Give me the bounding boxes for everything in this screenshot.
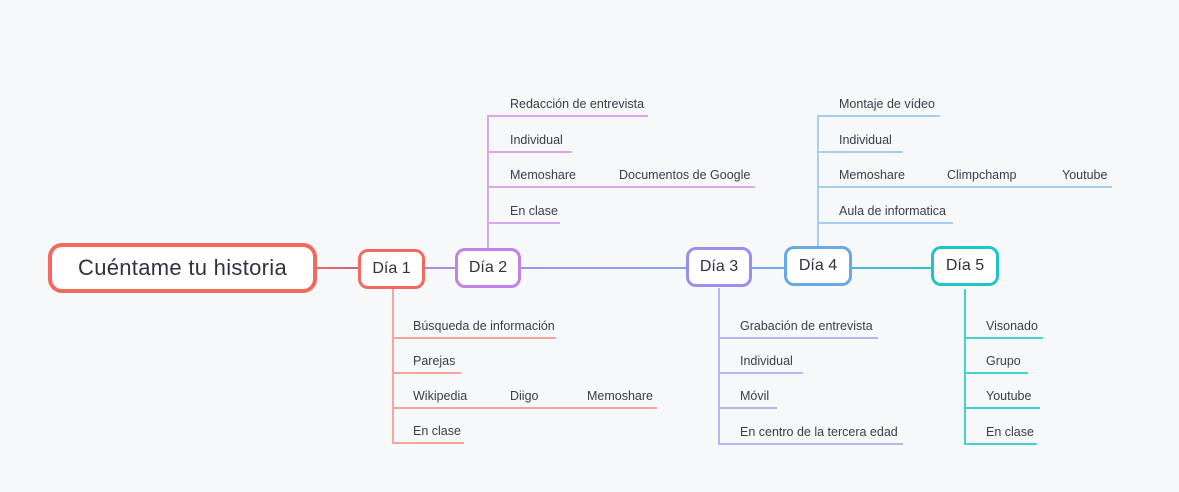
branch-label[interactable]: Montaje de vídeo — [839, 97, 935, 111]
branch-label[interactable]: En centro de la tercera edad — [740, 425, 898, 439]
connector-root-dia1 — [317, 267, 358, 269]
dia4-branch-line — [817, 151, 903, 153]
dia3-branch-line — [718, 407, 777, 409]
dia1-branch-line — [392, 337, 556, 339]
branch-label[interactable]: Youtube — [1062, 168, 1108, 182]
dia1-branch-line — [392, 372, 461, 374]
branch-label[interactable]: Documentos de Google — [619, 168, 751, 182]
branch-label[interactable]: Visonado — [986, 319, 1038, 333]
node-dia-1[interactable]: Día 1 — [358, 249, 425, 289]
connector-dia3-dia4 — [752, 267, 784, 269]
dia2-branch-stem — [487, 115, 489, 248]
branch-label[interactable]: Youtube — [986, 389, 1032, 403]
node-dia-4[interactable]: Día 4 — [784, 246, 852, 286]
dia3-branch-stem — [718, 288, 720, 445]
branch-label[interactable]: Individual — [740, 354, 793, 368]
branch-label[interactable]: Memoshare — [839, 168, 905, 182]
dia5-branch-line — [964, 443, 1037, 445]
dia5-branch-line — [964, 372, 1028, 374]
branch-label[interactable]: En clase — [510, 204, 558, 218]
branch-label[interactable]: Búsqueda de información — [413, 319, 555, 333]
branch-label[interactable]: Memoshare — [510, 168, 576, 182]
dia2-branch-line — [487, 222, 560, 224]
dia3-branch-line — [718, 443, 903, 445]
branch-label[interactable]: Climpchamp — [947, 168, 1017, 182]
branch-label[interactable]: En clase — [413, 424, 461, 438]
dia5-branch-line — [964, 337, 1043, 339]
branch-label[interactable]: En clase — [986, 425, 1034, 439]
branch-label[interactable]: Individual — [510, 133, 563, 147]
dia1-branch-line — [392, 442, 464, 444]
branch-label[interactable]: Wikipedia — [413, 389, 468, 403]
dia3-branch-line — [718, 372, 803, 374]
dia1-branch-stem — [392, 288, 394, 444]
dia4-branch-line — [817, 222, 953, 224]
branch-label[interactable]: Móvil — [740, 389, 770, 403]
dia2-branch-line — [487, 186, 755, 188]
branch-label[interactable]: Redacción de entrevista — [510, 97, 645, 111]
connector-dia1-dia2 — [425, 267, 455, 269]
node-dia-5[interactable]: Día 5 — [931, 246, 999, 286]
branch-label[interactable]: Diigo — [510, 389, 539, 403]
connector-dia4-dia5 — [852, 267, 931, 269]
dia4-branch-stem — [817, 115, 819, 246]
dia1-branch-line — [392, 407, 657, 409]
root-node[interactable]: Cuéntame tu historia — [48, 243, 317, 293]
dia4-branch-line — [817, 186, 1112, 188]
dia4-branch-line — [817, 115, 940, 117]
dia5-branch-stem — [964, 289, 966, 445]
dia2-branch-line — [487, 115, 648, 117]
node-dia-2[interactable]: Día 2 — [455, 248, 521, 288]
branch-label[interactable]: Grabación de entrevista — [740, 319, 873, 333]
node-dia-3[interactable]: Día 3 — [686, 247, 752, 287]
dia2-branch-line — [487, 151, 572, 153]
connector-dia2-dia3 — [521, 267, 686, 269]
branch-label[interactable]: Individual — [839, 133, 892, 147]
dia5-branch-line — [964, 407, 1040, 409]
branch-label[interactable]: Memoshare — [587, 389, 653, 403]
branch-label[interactable]: Grupo — [986, 354, 1021, 368]
branch-label[interactable]: Parejas — [413, 354, 456, 368]
dia3-branch-line — [718, 337, 878, 339]
branch-label[interactable]: Aula de informatica — [839, 204, 947, 218]
